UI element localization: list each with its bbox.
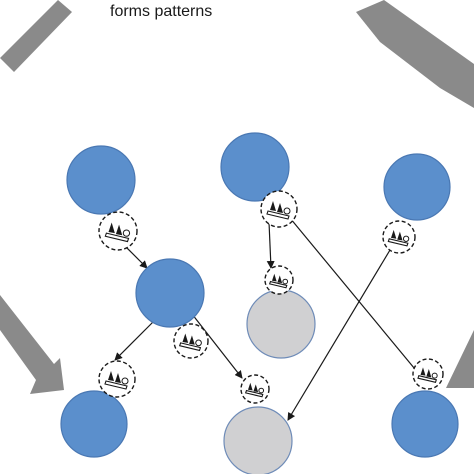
- forklift-icon: [417, 367, 438, 383]
- blue-node-3: [383, 153, 451, 221]
- edge-blue-node-4-to-grey-node-2: [191, 313, 243, 379]
- blue-node-5: [60, 390, 128, 458]
- badge-a: [98, 211, 138, 251]
- grey-node-2: [223, 406, 293, 474]
- badge-h: [412, 358, 444, 390]
- edge-blue-node-2-to-blue-node-6: [289, 217, 425, 381]
- diagram-caption: forms patterns: [110, 3, 213, 20]
- blue-node-6: [391, 390, 459, 458]
- arrow-bottom-left: [0, 295, 64, 394]
- forklift-icon: [268, 273, 289, 289]
- edge-blue-node-3-to-grey-node-2: [287, 249, 391, 421]
- badge-f: [98, 360, 136, 398]
- forklift-icon: [104, 371, 129, 390]
- badge-e: [173, 323, 209, 359]
- edge-blue-node-2-to-grey-node-1: [266, 221, 275, 269]
- arrow-top-left: [0, 0, 72, 72]
- blue-node-4: [135, 258, 205, 328]
- badge-c: [382, 220, 416, 254]
- arrow-top-right: [356, 0, 474, 108]
- forklift-icon: [178, 333, 202, 352]
- forklift-icon: [244, 382, 265, 398]
- edge-blue-node-4-to-blue-node-5: [114, 319, 156, 361]
- badge-g: [240, 374, 270, 404]
- forklift-icon: [104, 222, 131, 243]
- blue-node-2: [220, 132, 290, 202]
- badge-b: [260, 190, 298, 228]
- badge-d: [264, 265, 294, 295]
- grey-node-1: [246, 289, 316, 359]
- arrow-bottom-right: [446, 330, 474, 388]
- blue-node-1: [66, 145, 136, 215]
- forklift-icon: [266, 201, 291, 220]
- forklift-icon: [387, 229, 410, 247]
